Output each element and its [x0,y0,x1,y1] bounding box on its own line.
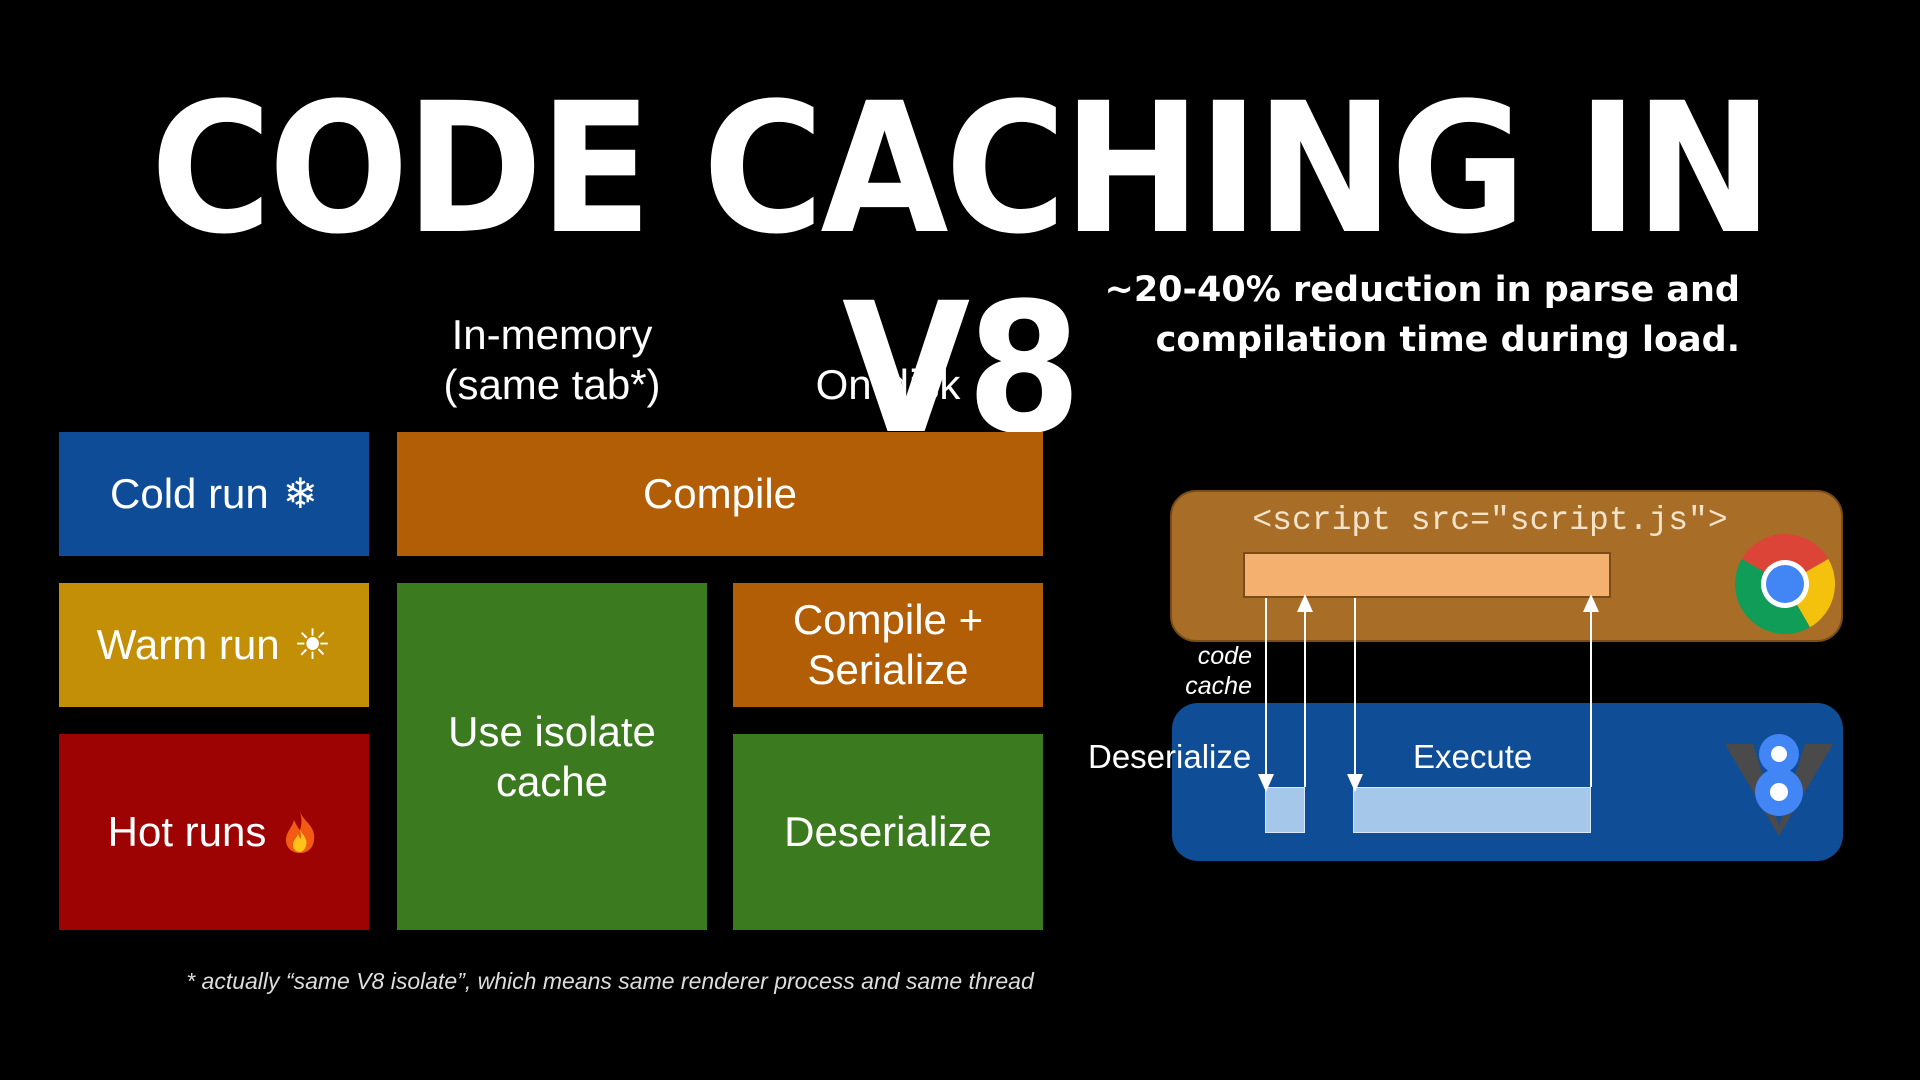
column-header-in-memory-line2: (same tab*) [443,361,661,408]
row-cold-run: Cold run ❄ [59,432,369,556]
cell-deserialize: Deserialize [733,734,1043,930]
v8-panel [1172,703,1843,861]
cell-compile: Compile [397,432,1043,556]
code-cache-label: code cache [1160,641,1252,701]
column-header-in-memory: In-memory (same tab*) [397,310,707,410]
chrome-logo-icon [1735,534,1835,634]
deserialize-bar [1265,787,1305,833]
cell-use-isolate-cache-line1: Use isolate [448,707,656,755]
sun-icon: ☀ [293,621,332,668]
subtitle-line-1: ~20-40% reduction in parse and [1104,270,1741,310]
code-cache-label-line1: code [1197,642,1252,670]
snowflake-icon: ❄ [282,470,318,517]
cell-compile-serialize-line1: Compile + [792,596,984,643]
execute-bar [1353,787,1591,833]
row-hot-runs: Hot runs [59,734,369,930]
script-load-bar [1243,552,1611,598]
cell-compile-serialize: Compile + Serialize [733,583,1043,707]
cell-compile-serialize-line2: Serialize [807,646,969,693]
subtitle-line-2: compilation time during load. [1155,320,1740,360]
column-header-in-memory-line1: In-memory [451,311,653,358]
row-cold-run-label: Cold run [110,470,269,517]
deserialize-label: Deserialize [1088,738,1252,775]
cell-use-isolate-cache-line2: cache [495,757,609,805]
fire-icon [280,810,320,854]
code-cache-label-line2: cache [1185,672,1252,700]
execute-label: Execute [1413,738,1533,775]
subtitle: ~20-40% reduction in parse and compilati… [1040,265,1741,365]
row-hot-runs-label: Hot runs [107,808,267,855]
column-header-on-disk: On-disk [815,361,961,408]
cell-use-isolate-cache: Use isolate cache [397,583,707,930]
footnote: * actually “same V8 isolate”, which mean… [186,968,1034,994]
row-warm-run: Warm run ☀ [59,583,369,707]
script-tag-label: <script src="script.js"> [1252,502,1728,539]
page-title: CODE CACHING IN V8 [150,65,1773,474]
v8-logo-icon [1725,734,1833,836]
row-warm-run-label: Warm run [96,621,280,668]
